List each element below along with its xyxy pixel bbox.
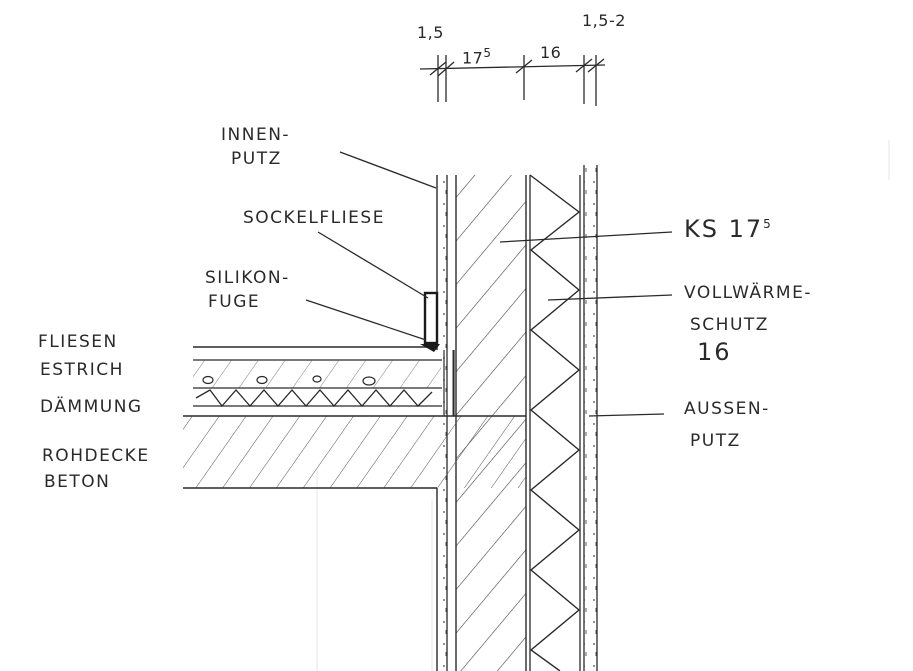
label-rohdecke-2: BETON xyxy=(44,472,111,492)
dim-masonry-sup: 5 xyxy=(483,46,492,60)
label-vws-3: 16 xyxy=(697,338,732,366)
dim-masonry-value: 17 xyxy=(462,48,484,68)
label-daemmung: DÄMMUNG xyxy=(40,397,143,417)
label-aussenputz-2: PUTZ xyxy=(690,431,741,451)
dim-insulation: 16 xyxy=(540,43,562,62)
label-aussenputz-1: AUSSEN- xyxy=(684,399,770,419)
floor-build-up xyxy=(193,346,455,416)
skirting-tile xyxy=(420,291,440,352)
label-innenputz-2: PUTZ xyxy=(231,149,282,169)
label-estrich: ESTRICH xyxy=(40,360,124,380)
label-silikonfuge-2: FUGE xyxy=(208,292,261,312)
label-ks-sup: 5 xyxy=(763,217,773,231)
label-silikonfuge-1: SILIKON- xyxy=(205,268,290,288)
label-fliesen: FLIESEN xyxy=(38,332,118,352)
label-vws-2: SCHUTZ xyxy=(690,315,769,335)
label-vws-1: VOLLWÄRME- xyxy=(684,283,812,303)
outer-plaster-layer xyxy=(583,165,598,671)
insulation-layer xyxy=(529,174,581,671)
dim-inner-plaster: 1,5 xyxy=(417,23,444,42)
concrete-slab xyxy=(183,415,526,489)
leader-lines xyxy=(305,151,673,417)
dim-outer-plaster: 1,5-2 xyxy=(582,11,626,30)
dimension-chain xyxy=(419,55,606,106)
dim-masonry: 175 xyxy=(462,42,492,69)
label-innenputz-1: INNEN- xyxy=(221,125,291,145)
label-ks: KS 175 xyxy=(684,213,773,243)
label-sockelfliese: SOCKELFLIESE xyxy=(243,208,385,228)
construction-lines xyxy=(316,140,890,671)
label-ks-main: KS 17 xyxy=(684,215,764,243)
label-rohdecke-1: ROHDECKE xyxy=(42,446,150,466)
